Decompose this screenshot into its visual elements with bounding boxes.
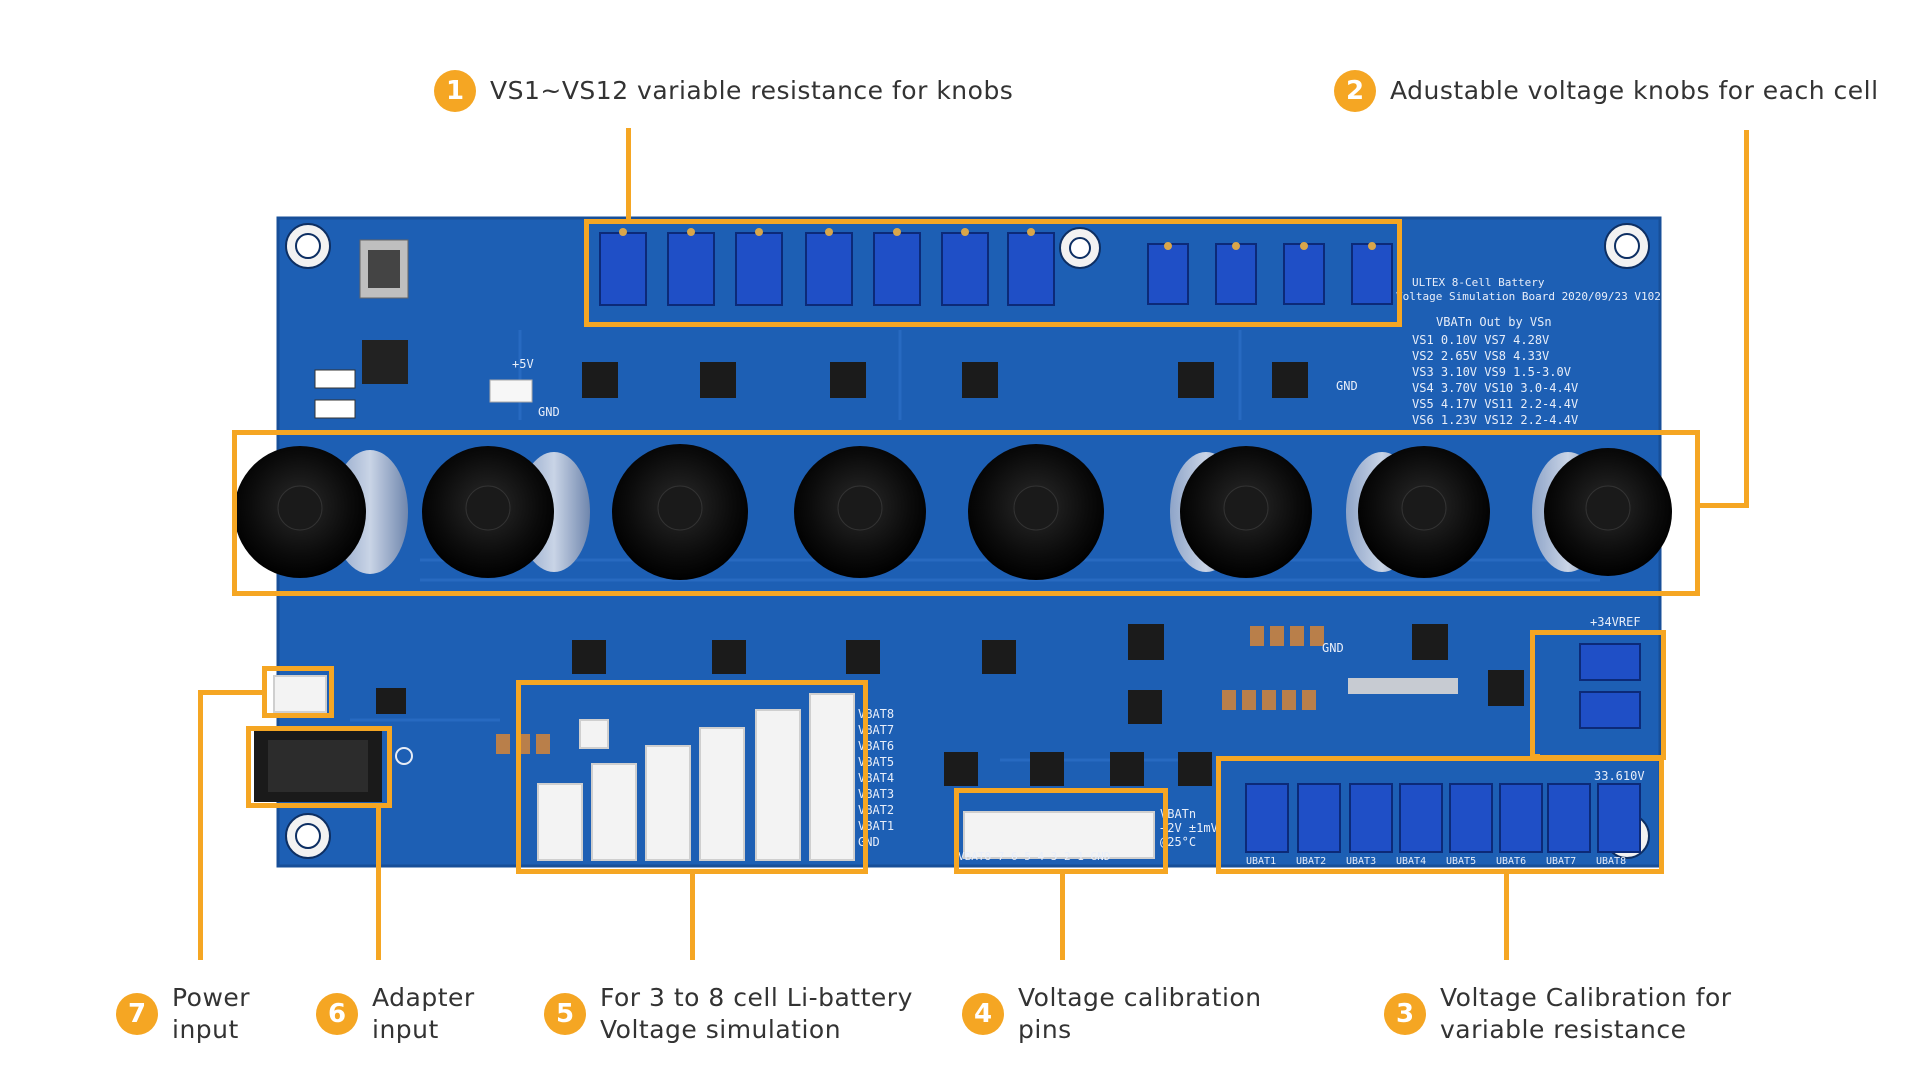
highlight-box-7 (262, 666, 334, 718)
leader-6 (376, 806, 381, 960)
highlight-box-3 (1216, 756, 1664, 874)
highlight-box-6 (246, 726, 392, 808)
table-row-3: VS3 3.10V VS9 1.5-3.0V (1412, 365, 1571, 379)
ubat-label-4: UBAT4 (1396, 856, 1426, 867)
callout-badge-5: 5 (544, 993, 586, 1035)
callout-1: 1 VS1~VS12 variable resistance for knobs (434, 70, 1013, 112)
callout-2: 2 Adustable voltage knobs for each cell (1334, 70, 1879, 112)
callout-text-1: VS1~VS12 variable resistance for knobs (490, 76, 1014, 105)
leader-7-v (198, 690, 203, 960)
ubat-label-5: UBAT5 (1446, 856, 1476, 867)
highlight-box-5 (516, 680, 868, 874)
gnd-label-top: GND (538, 405, 560, 419)
leader-2-v (1744, 130, 1749, 508)
highlight-box-1 (584, 219, 1402, 327)
callout-badge-6: 6 (316, 993, 358, 1035)
callout-badge-4: 4 (962, 993, 1004, 1035)
callout-badge-7: 7 (116, 993, 158, 1035)
cal-pin-label-3: @25°C (1160, 835, 1196, 849)
callout-badge-3: 3 (1384, 993, 1426, 1035)
ubat-label-6: UBAT6 (1496, 856, 1526, 867)
cal-pin-label-1: VBATn (1160, 807, 1196, 821)
highlight-box-3b (1530, 630, 1666, 760)
table-heading: VBATn Out by VSn (1436, 315, 1552, 329)
callout-badge-1: 1 (434, 70, 476, 112)
leader-7-h (198, 690, 264, 695)
leader-2-h (1698, 503, 1749, 508)
highlight-box-2 (232, 430, 1700, 596)
cal-pin-label-2: +2V ±1mV (1160, 821, 1218, 835)
table-row-5: VS5 4.17V VS11 2.2-4.4V (1412, 397, 1578, 411)
leader-3b-h (1530, 754, 1540, 759)
ubat-label-1: UBAT1 (1246, 856, 1276, 867)
plus5v-label: +5V (512, 357, 534, 371)
table-row-1: VS1 0.10V VS7 4.28V (1412, 333, 1549, 347)
gnd-label-right: GND (1336, 379, 1358, 393)
callout-text-2: Adustable voltage knobs for each cell (1390, 76, 1879, 105)
gnd-label-mid: GND (1322, 641, 1344, 655)
ref-label: +34VREF (1590, 615, 1641, 629)
ubat-label-7: UBAT7 (1546, 856, 1576, 867)
leader-4 (1060, 872, 1065, 960)
board-title-line2: Voltage Simulation Board 2020/09/23 V102 (1396, 290, 1661, 303)
callout-badge-2: 2 (1334, 70, 1376, 112)
leader-1 (626, 128, 631, 220)
tp-label: 33.610V (1594, 769, 1645, 783)
board-title-line1: ULTEX 8-Cell Battery (1412, 276, 1545, 289)
leader-5 (690, 872, 695, 960)
cal-pin-bottom: VBAT8 7 6 5 4 3 2 1 GND (958, 850, 1110, 863)
leader-3 (1504, 872, 1509, 960)
ubat-label-2: UBAT2 (1296, 856, 1326, 867)
highlight-box-4 (954, 788, 1168, 874)
ubat-label-8: UBAT8 (1596, 856, 1626, 867)
table-row-2: VS2 2.65V VS8 4.33V (1412, 349, 1549, 363)
ubat-label-3: UBAT3 (1346, 856, 1376, 867)
table-row-4: VS4 3.70V VS10 3.0-4.4V (1412, 381, 1578, 395)
table-row-6: VS6 1.23V VS12 2.2-4.4V (1412, 413, 1578, 427)
